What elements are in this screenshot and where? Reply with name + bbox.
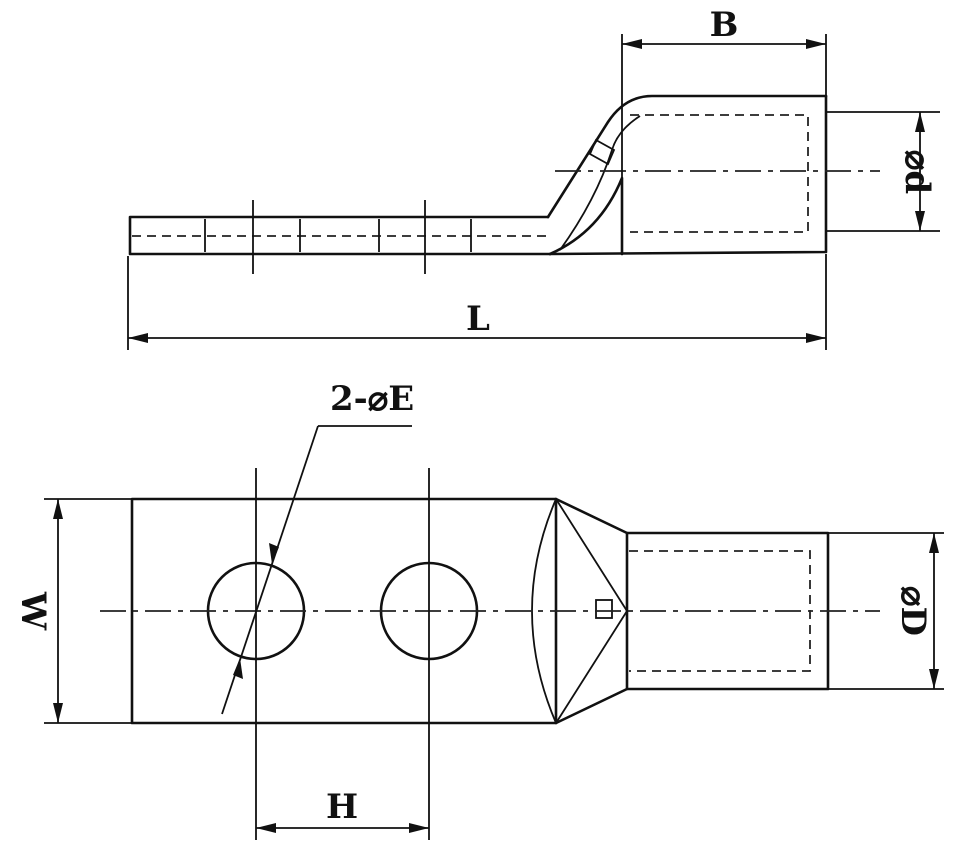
top-view-taper (554, 497, 629, 725)
side-view (128, 94, 880, 274)
top-view-chamfer-lines (555, 498, 629, 724)
hole-diameter-label: 2-⌀E (330, 379, 414, 419)
arrow-head (256, 823, 276, 833)
top-view-chamfer-curve (531, 498, 557, 724)
arrow-head (53, 499, 63, 519)
arrow-head (128, 333, 148, 343)
arrow-head (409, 823, 429, 833)
side-view-inspection-window (588, 138, 616, 166)
arrow-head (915, 112, 925, 132)
arrow-head (806, 333, 826, 343)
dimension-l: L (127, 254, 827, 350)
dimension-small-d-label: ⌀d (897, 150, 937, 194)
side-view-tongue-outline (128, 215, 552, 256)
dimension-l-label: L (466, 299, 490, 339)
dimension-small-d: ⌀d (826, 111, 940, 232)
side-view-barrel-outline (548, 94, 828, 256)
dimension-w: W (13, 498, 132, 724)
side-view-bend-lower (548, 176, 624, 256)
arrow-head (806, 39, 826, 49)
side-view-barrel-bore (630, 114, 809, 233)
dimension-w-label: W (13, 591, 53, 631)
arrow-head (233, 658, 243, 679)
arrow-head (915, 211, 925, 231)
dimension-big-d-label: ⌀D (893, 586, 933, 636)
arrow-head (929, 533, 939, 553)
arrow-head (53, 703, 63, 723)
arrow-head (269, 543, 279, 564)
dimension-h-label: H (326, 787, 358, 827)
top-view-inspection-window (595, 599, 613, 619)
top-view (100, 468, 880, 840)
arrow-head (929, 669, 939, 689)
side-view-bend-inner (559, 115, 641, 251)
dimension-b-label: B (710, 5, 739, 45)
arrow-head (622, 39, 642, 49)
side-view-bend-upper (546, 94, 828, 219)
hole-diameter-callout: 2-⌀E (221, 379, 414, 715)
dimension-h: H (256, 787, 429, 833)
dimension-b: B (621, 5, 827, 180)
dimension-big-d: ⌀D (828, 532, 944, 690)
